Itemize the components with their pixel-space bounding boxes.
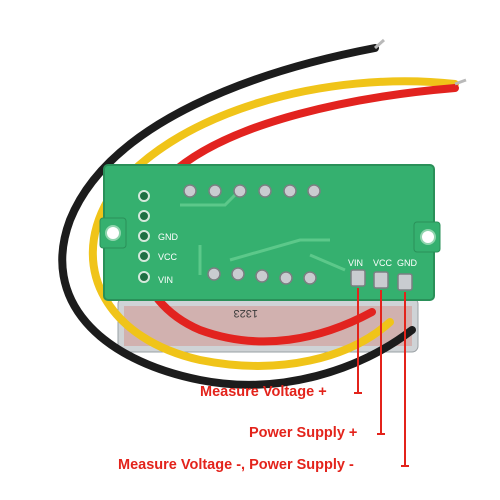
callout-ground: Measure Voltage -, Power Supply - xyxy=(118,457,354,473)
black-wire xyxy=(58,44,416,389)
mount-hole-left xyxy=(105,225,121,241)
silk-label-vin: VIN xyxy=(158,275,173,285)
connector-pads xyxy=(350,269,413,291)
bottom-solder-pads xyxy=(207,267,317,285)
silk-label-gnd: GND xyxy=(158,232,179,242)
silk-connector-vcc: VCC xyxy=(373,258,393,268)
callout-measure-voltage-plus: Measure Voltage + xyxy=(200,384,327,400)
mount-hole-right xyxy=(420,229,436,245)
silk-label-vcc: VCC xyxy=(158,252,178,262)
silk-connector-gnd: GND xyxy=(397,258,418,268)
top-solder-pads xyxy=(183,184,321,198)
display-part-marking: 1323 xyxy=(234,307,258,319)
callout-power-supply-plus: Power Supply + xyxy=(249,425,358,441)
left-header-pads xyxy=(138,190,150,283)
silk-connector-vin: VIN xyxy=(348,258,363,268)
yellow-wire xyxy=(88,77,459,370)
